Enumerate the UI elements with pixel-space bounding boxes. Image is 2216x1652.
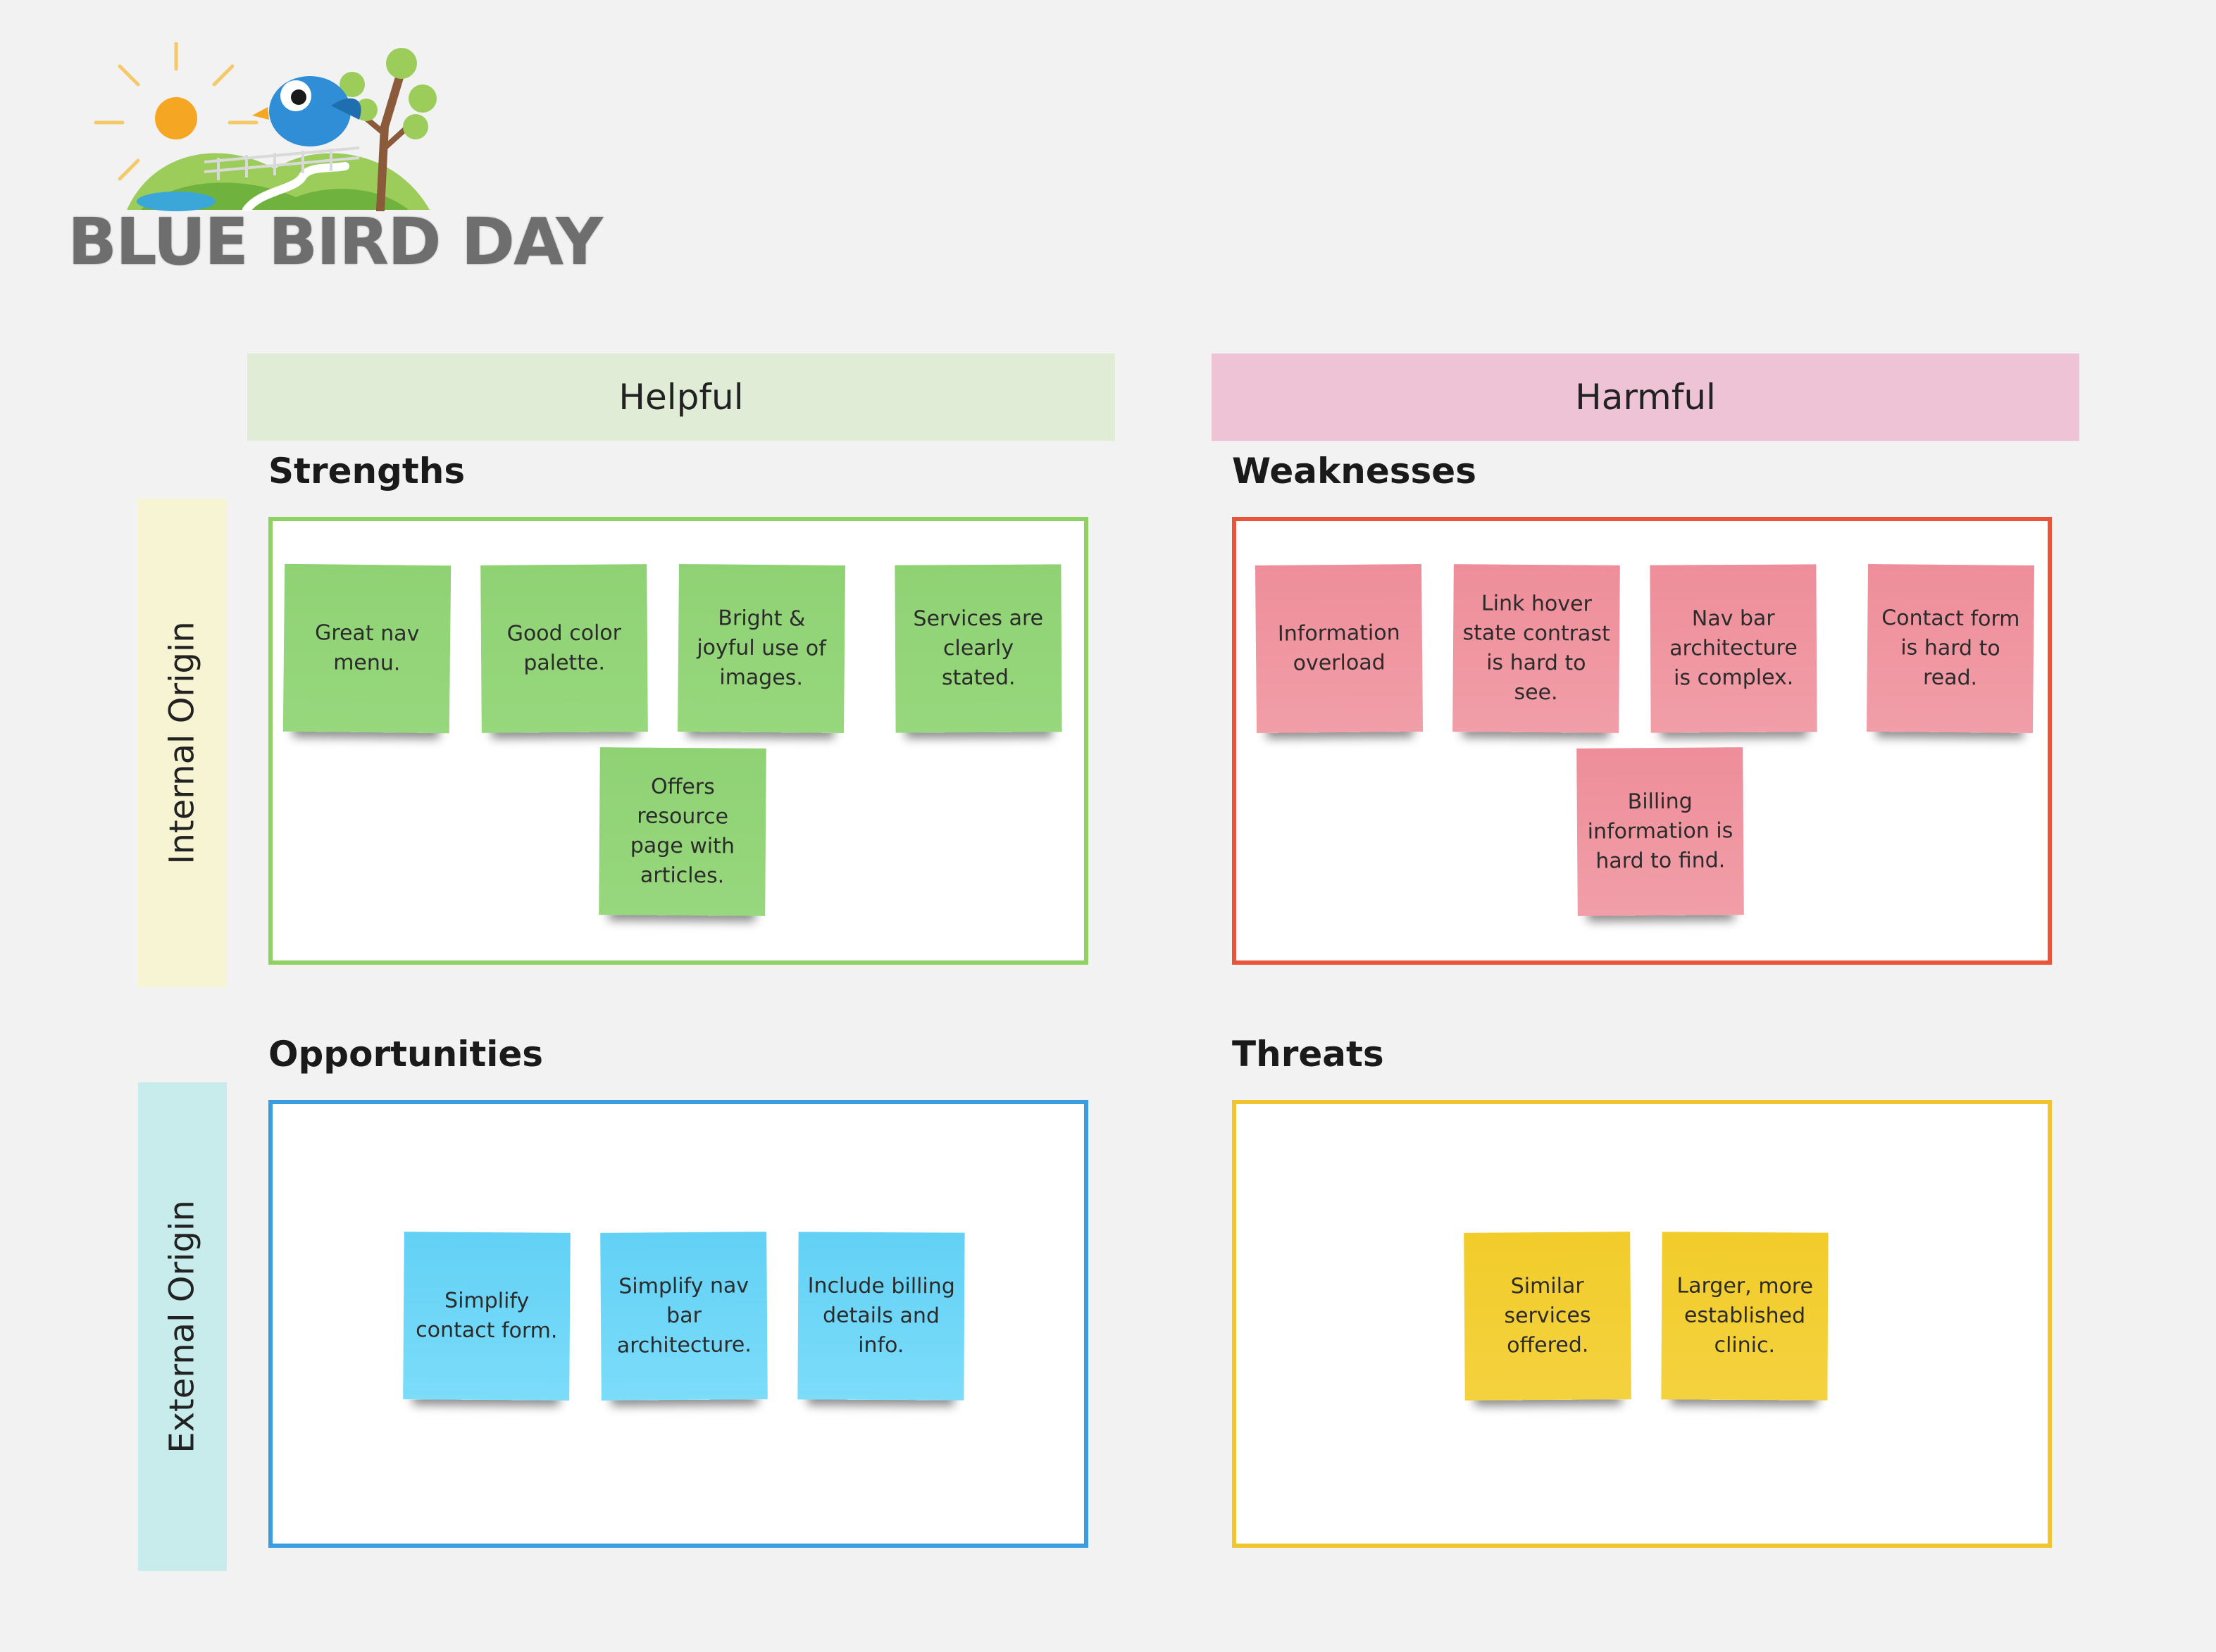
sticky-note[interactable]: Link hover state contrast is hard to see…: [1452, 564, 1620, 733]
helpful-header-label: Helpful: [618, 377, 744, 418]
sticky-note[interactable]: Services are clearly stated.: [895, 564, 1062, 733]
sticky-note[interactable]: Good color palette.: [480, 564, 648, 733]
sticky-note[interactable]: Billing information is hard to find.: [1576, 747, 1744, 916]
weaknesses-title: Weaknesses: [1232, 451, 1476, 492]
sticky-note[interactable]: Information overload: [1255, 563, 1424, 734]
weaknesses-quadrant: Information overload Link hover state co…: [1232, 517, 2052, 965]
external-origin-label: External Origin: [163, 1200, 203, 1453]
strengths-title: Strengths: [268, 451, 466, 492]
threats-title: Threats: [1232, 1034, 1384, 1075]
opportunities-title: Opportunities: [268, 1034, 544, 1075]
internal-origin-label: Internal Origin: [163, 621, 203, 865]
harmful-header-label: Harmful: [1575, 377, 1716, 418]
sticky-note[interactable]: Offers resource page with articles.: [599, 747, 766, 916]
sticky-note[interactable]: Bright & joyful use of images.: [677, 563, 846, 734]
blue-bird-day-logo: BLUE BIRD DAY: [63, 42, 603, 289]
harmful-column-header: Harmful: [1212, 353, 2079, 441]
external-origin-row-label: External Origin: [138, 1082, 227, 1571]
sticky-note[interactable]: Larger, more established clinic.: [1661, 1232, 1829, 1401]
helpful-column-header: Helpful: [247, 353, 1115, 441]
sticky-note[interactable]: Simplify nav bar architecture.: [600, 1232, 768, 1401]
opportunities-quadrant: Simplify contact form. Simplify nav bar …: [268, 1100, 1088, 1548]
sticky-note[interactable]: Great nav menu.: [282, 563, 452, 734]
strengths-quadrant: Great nav menu. Good color palette. Brig…: [268, 517, 1088, 965]
logo-wordmark: BLUE BIRD DAY: [68, 204, 603, 280]
threats-quadrant: Similar services offered. Larger, more e…: [1232, 1100, 2052, 1548]
sticky-note[interactable]: Simplify contact form.: [403, 1232, 571, 1401]
logo-illustration-icon: [94, 42, 437, 211]
sticky-note[interactable]: Nav bar architecture is complex.: [1650, 564, 1817, 733]
sticky-note[interactable]: Contact form is hard to read.: [1866, 563, 2035, 734]
sticky-note[interactable]: Include billing details and info.: [797, 1232, 965, 1401]
sticky-note[interactable]: Similar services offered.: [1464, 1232, 1631, 1401]
internal-origin-row-label: Internal Origin: [138, 499, 227, 987]
